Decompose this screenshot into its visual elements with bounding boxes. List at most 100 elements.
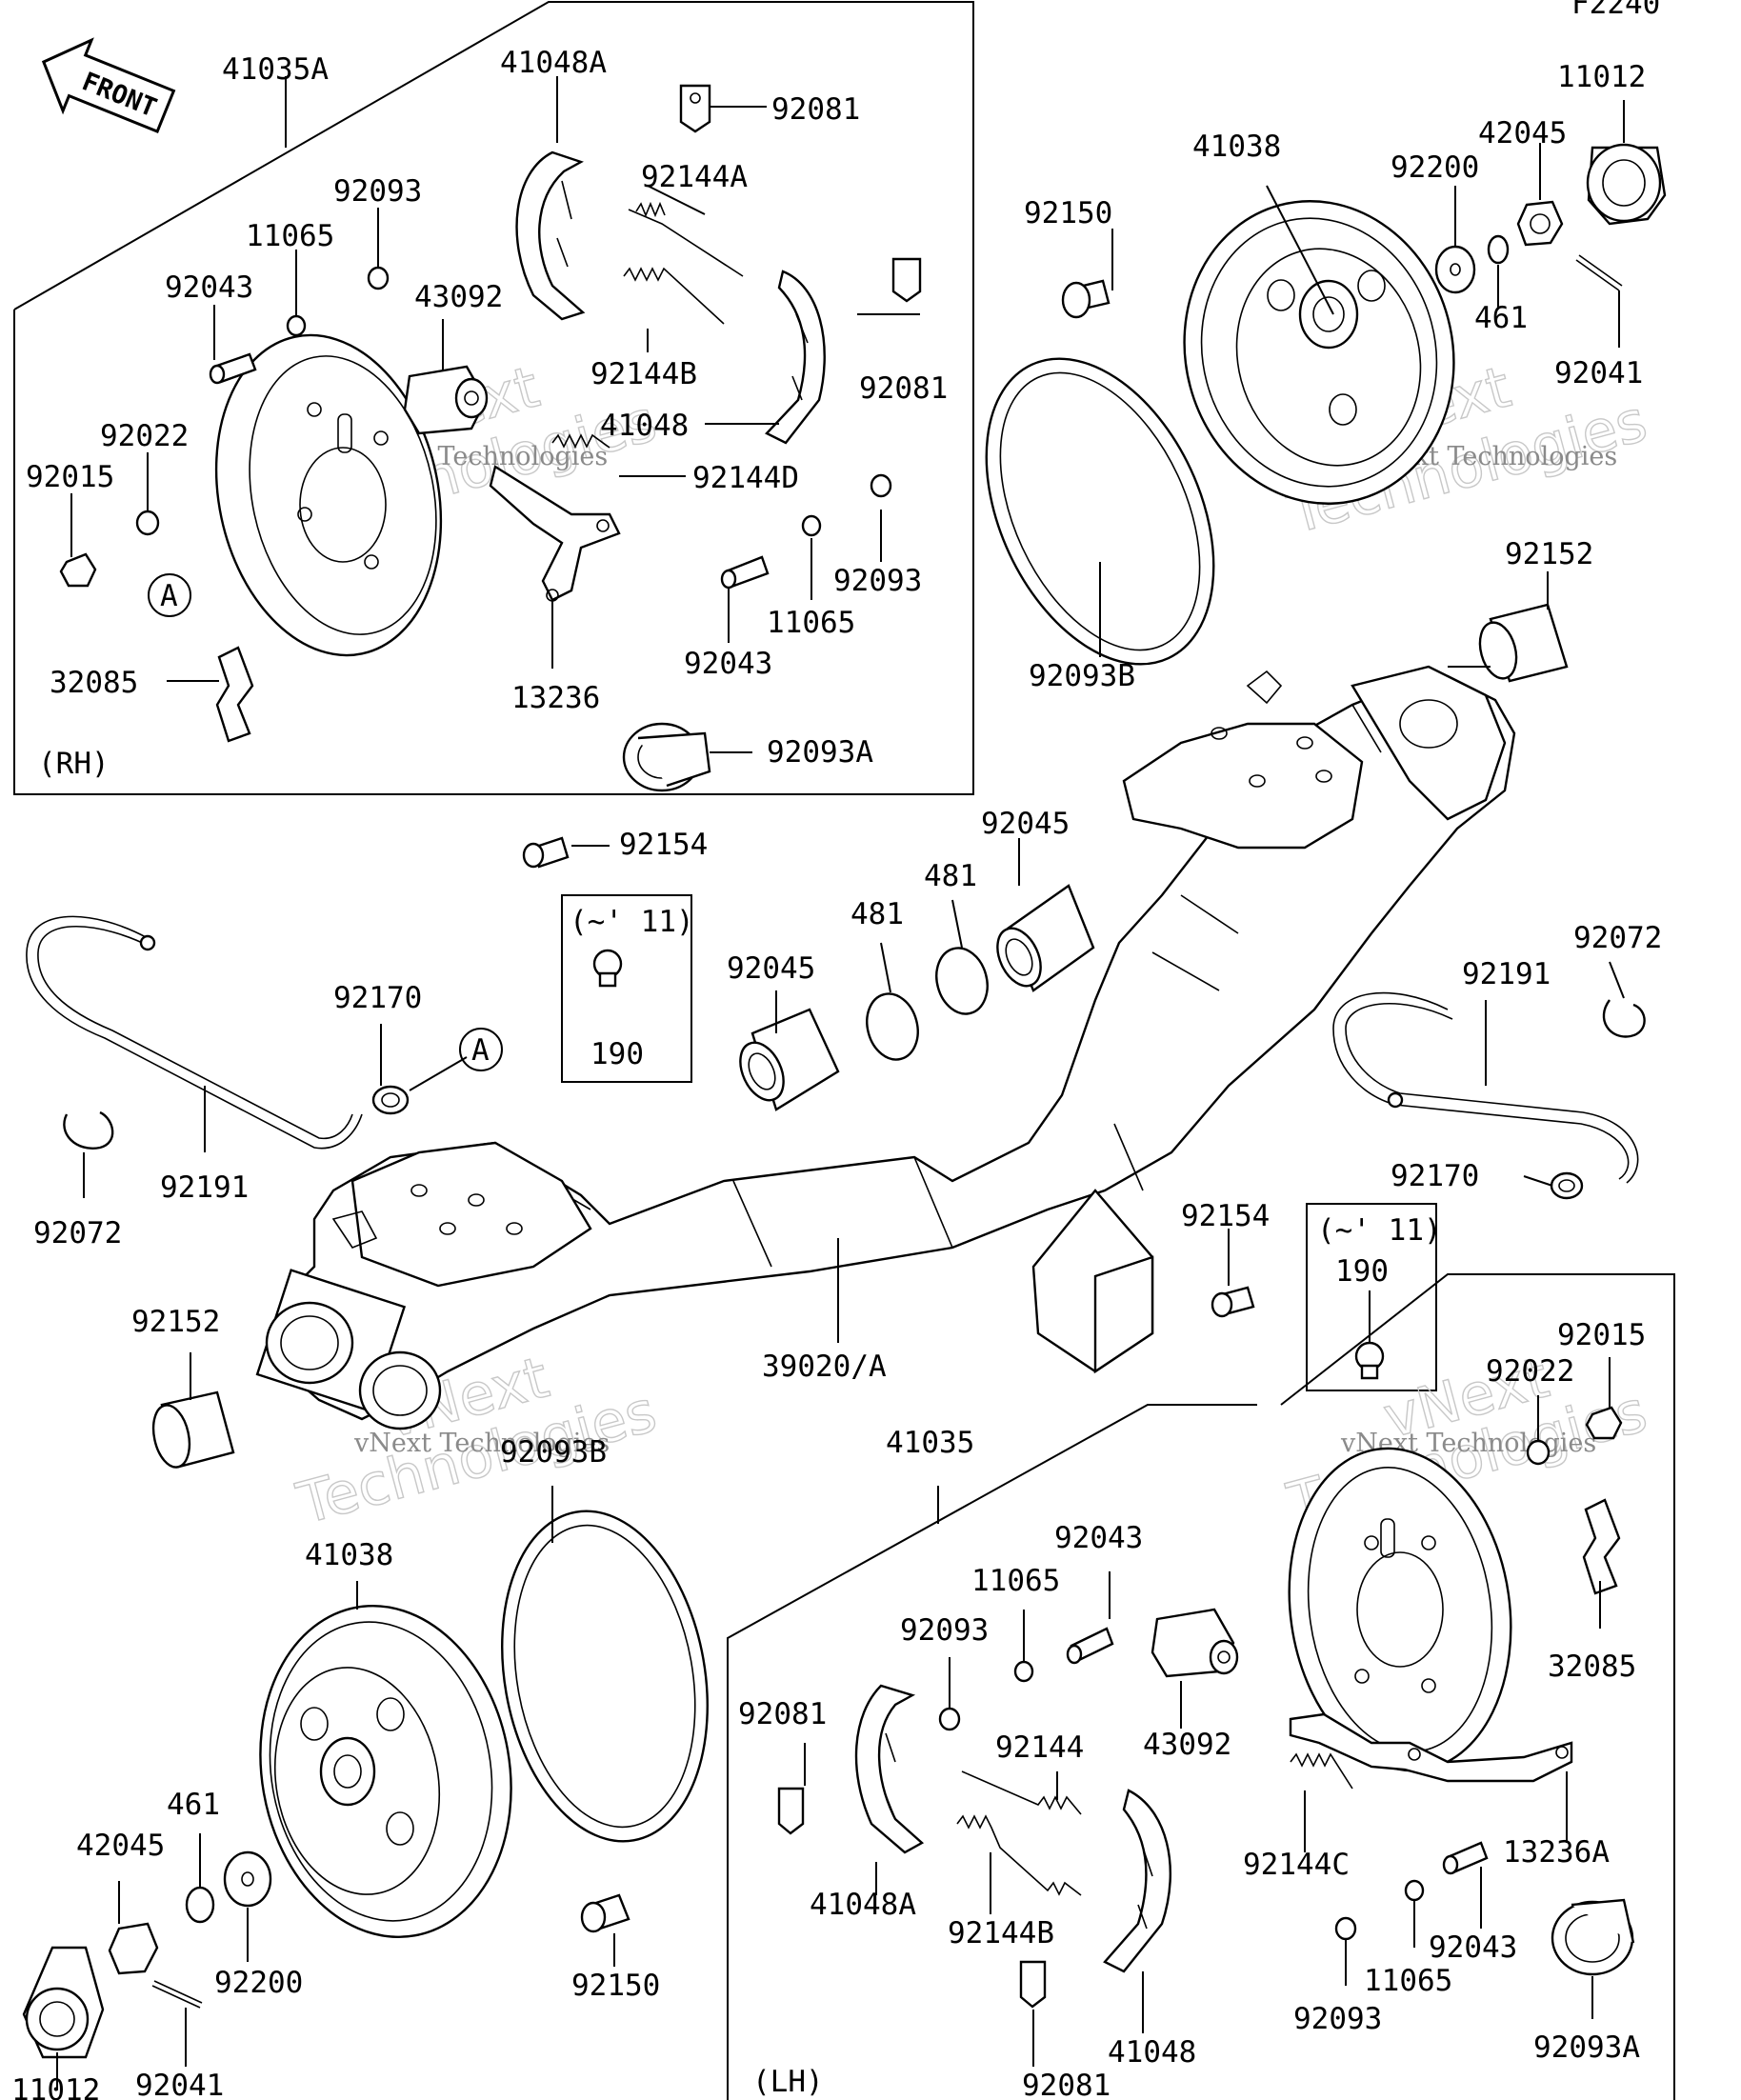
part-92045-l: 92045 — [727, 951, 815, 986]
breather-hose-right-92191 — [1332, 991, 1639, 1184]
part-92150-b: 92150 — [571, 1969, 660, 2003]
part-92152-r: 92152 — [1505, 537, 1593, 571]
wheel-cylinder-rh-43092 — [403, 365, 489, 435]
washer-lh-92022 — [1526, 1439, 1551, 1466]
svg-text:A: A — [160, 579, 178, 613]
hose-clip-left-92072 — [63, 1110, 114, 1150]
part-92072-r: 92072 — [1573, 921, 1662, 955]
part-92093-t1: 92093 — [333, 174, 422, 209]
brake-shoe-rh-41048 — [765, 270, 826, 445]
hose-clamp-right-92170 — [1550, 1171, 1584, 1200]
part-41035A: 41035A — [222, 52, 329, 87]
nut-lh-92015 — [1585, 1406, 1623, 1440]
washer-bottom-92200 — [223, 1850, 272, 1908]
o-ring-top-92093B — [985, 357, 1215, 666]
part-labels: F2240 (RH) (LH) (~' 11) (~' 11) 41035A 4… — [11, 0, 1662, 2100]
part-92200-b: 92200 — [214, 1966, 303, 2000]
version-note-right: (~' 11) — [1317, 1213, 1442, 1248]
part-41038-t: 41038 — [1192, 130, 1281, 164]
part-43092-b: 43092 — [1143, 1728, 1231, 1762]
part-92093-t2: 92093 — [833, 564, 922, 598]
callout-a-rh: A — [148, 573, 191, 617]
svg-text:A: A — [471, 1033, 490, 1068]
washer-rh-11065-b — [801, 514, 822, 537]
part-92043-t2: 92043 — [684, 647, 772, 681]
part-92043-b2: 92043 — [1429, 1930, 1517, 1965]
cotter-pin-top-92041 — [1575, 254, 1623, 291]
part-92041-t: 92041 — [1554, 356, 1643, 390]
rh-detail-frame — [13, 1, 974, 795]
part-92144B-b: 92144B — [948, 1916, 1054, 1950]
washer-rh-92093-b — [870, 473, 892, 498]
lever-lh-13236A — [1289, 1712, 1573, 1783]
part-13236A: 13236A — [1503, 1835, 1610, 1870]
part-92015-t: 92015 — [26, 460, 114, 494]
snap-ring-481-right — [935, 947, 989, 1015]
washer-top-461 — [1487, 234, 1510, 265]
part-92081-t1: 92081 — [771, 92, 860, 127]
washer-rh-92022 — [135, 510, 160, 536]
bushing-rh-92093A — [622, 722, 711, 792]
part-43092-t: 43092 — [414, 280, 503, 314]
version-note-left: (~' 11) — [570, 905, 694, 939]
part-92093-b1: 92093 — [900, 1613, 989, 1648]
part-11065-b2: 11065 — [1364, 1964, 1452, 1998]
part-92150-t: 92150 — [1024, 196, 1112, 230]
washer-bottom-461 — [185, 1886, 215, 1924]
part-481-r: 481 — [924, 859, 977, 893]
brake-drum-top-41038 — [1183, 200, 1455, 505]
bearing-92045-right — [996, 884, 1095, 992]
nut-top-42045 — [1516, 200, 1564, 247]
part-481-l: 481 — [850, 897, 904, 931]
clip-rh-32085 — [215, 646, 254, 743]
bearing-92045-left — [739, 1008, 840, 1111]
part-92093B-b: 92093B — [500, 1435, 607, 1470]
brake-shoe-lh-41048 — [1103, 1789, 1172, 1973]
spring-lh-92144B — [956, 1814, 1082, 1896]
washer-lh-11065-b — [1404, 1879, 1425, 1902]
part-461-b: 461 — [167, 1788, 220, 1822]
part-42045-t: 42045 — [1478, 116, 1567, 150]
part-190-r: 190 — [1335, 1254, 1389, 1289]
nut-rh-92015 — [59, 552, 97, 588]
part-92191-r: 92191 — [1462, 957, 1551, 991]
bolt-bottom-92150 — [580, 1893, 630, 1933]
hub-cap-top-11012 — [1586, 143, 1667, 226]
brake-shoe-lh-41048A — [854, 1684, 925, 1854]
part-41035: 41035 — [886, 1426, 974, 1460]
part-92022-t: 92022 — [100, 419, 189, 453]
part-92152-l: 92152 — [131, 1305, 220, 1339]
bolt-190-right — [1354, 1341, 1385, 1380]
part-39020A: 39020/A — [762, 1350, 887, 1384]
bolt-92154-top — [522, 836, 570, 869]
part-92170-r: 92170 — [1391, 1159, 1479, 1193]
part-41048-b: 41048 — [1108, 2035, 1196, 2070]
hose-clip-right-92072 — [1602, 999, 1646, 1038]
part-41038-b: 41038 — [305, 1538, 393, 1572]
nut-bottom-42045 — [108, 1922, 159, 1975]
part-92200-t: 92200 — [1391, 150, 1479, 185]
part-11065-b1: 11065 — [971, 1564, 1060, 1598]
part-92093A-b: 92093A — [1533, 2030, 1640, 2065]
part-92022-b: 92022 — [1486, 1354, 1574, 1389]
part-41048-t: 41048 — [600, 409, 689, 443]
section-label-rh: (RH) — [38, 747, 110, 781]
svg-text:vNext Technologies: vNext Technologies — [353, 1429, 610, 1458]
spring-rh-92144A — [628, 201, 744, 277]
part-11065-t2: 11065 — [767, 606, 855, 640]
part-92081-b1: 92081 — [738, 1697, 827, 1731]
part-92043-t1: 92043 — [165, 270, 253, 305]
brake-drum-bottom-41038 — [259, 1604, 512, 1939]
part-32085-t: 32085 — [50, 666, 138, 700]
part-92144C: 92144C — [1243, 1848, 1350, 1882]
bushing-lh-92093A — [1551, 1898, 1635, 1976]
part-92093A-t: 92093A — [767, 735, 873, 770]
part-92041-b: 92041 — [135, 2069, 224, 2100]
washer-lh-92093-a — [938, 1707, 961, 1731]
diagram-code: F2240 — [1571, 0, 1660, 21]
version-box-right — [1306, 1203, 1437, 1391]
cotter-pin-bottom-92041 — [151, 1980, 203, 2009]
clip-rh-92081-top — [679, 84, 711, 133]
washer-top-92200 — [1434, 245, 1476, 294]
clip-lh-92081-b — [1019, 1960, 1047, 2009]
